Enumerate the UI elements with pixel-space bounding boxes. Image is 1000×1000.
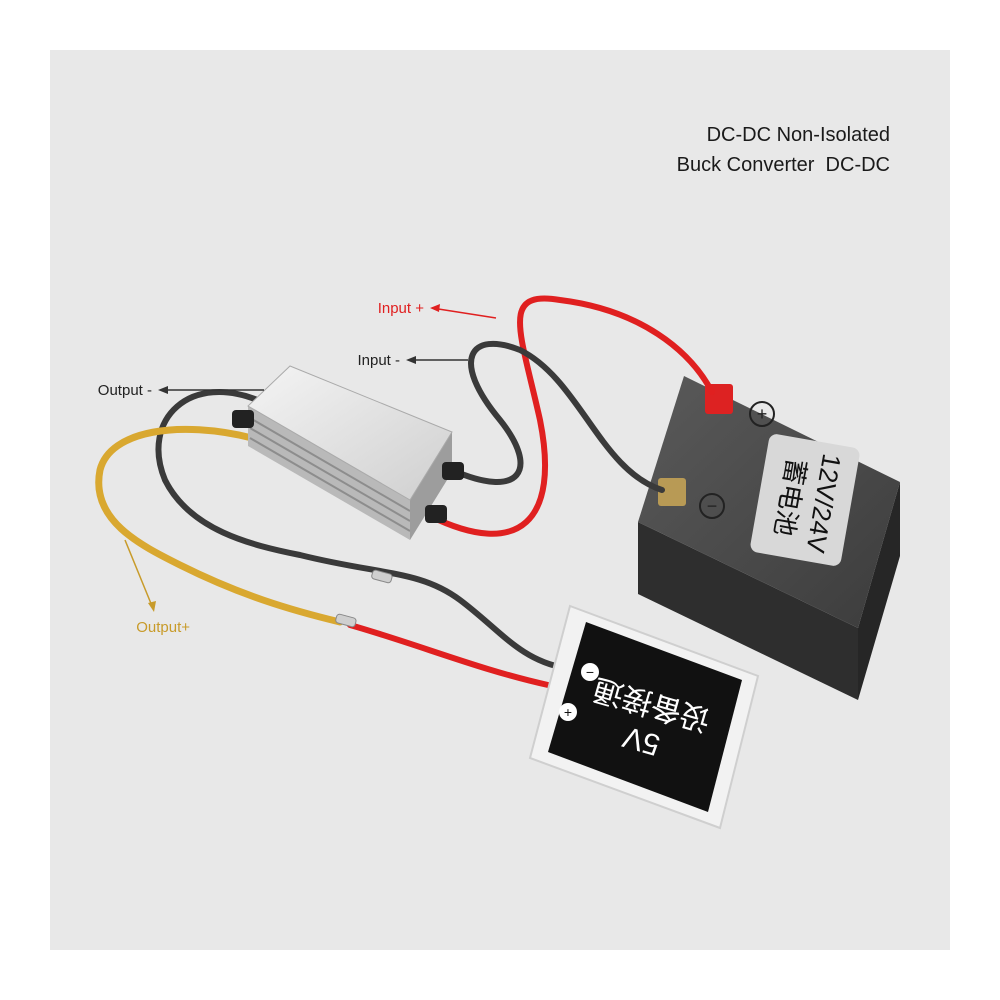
label-output-plus: Output+ xyxy=(136,619,190,636)
device-minus-mark xyxy=(581,663,599,681)
converter-grommet-right xyxy=(442,462,464,480)
battery-label-plate: 12V/24V 蓄电池 xyxy=(750,434,860,566)
wire-connector-positive xyxy=(335,613,357,628)
title-line-1: DC-DC Non-Isolated xyxy=(706,124,890,146)
converter-grommet-bottom xyxy=(425,505,447,523)
battery-side-face xyxy=(858,482,900,700)
battery-plus-mark xyxy=(749,401,775,427)
device-plus-mark xyxy=(559,703,577,721)
converter-top-face xyxy=(247,365,453,501)
wire-output-negative xyxy=(155,389,568,671)
wire-connector-negative xyxy=(371,569,393,584)
battery: 12V/24V 蓄电池 + − xyxy=(638,376,900,700)
battery-negative-terminal xyxy=(658,478,686,506)
title-line-2: Buck Converter DC-DC xyxy=(676,154,890,176)
label-input-plus: Input + xyxy=(378,300,425,317)
battery-front-face xyxy=(638,522,858,700)
arrow-input-plus xyxy=(431,307,497,319)
converter-grommet-left xyxy=(232,410,254,428)
battery-plus-symbol: + xyxy=(757,404,768,424)
buck-converter-module xyxy=(232,365,464,540)
label-output-minus: Output - xyxy=(98,382,152,399)
device-plus-symbol: + xyxy=(564,704,572,720)
wire-output-positive-insulated xyxy=(95,425,344,626)
arrow-output-plus xyxy=(124,539,153,607)
wire-input-positive xyxy=(427,295,715,537)
wire-output-positive xyxy=(347,622,551,688)
battery-minus-mark xyxy=(699,493,725,519)
wires xyxy=(95,295,715,688)
battery-minus-symbol: − xyxy=(707,496,718,516)
callouts: Input + Input - Output - Output+ xyxy=(98,300,497,636)
device-5v: 5V 设备接通 − + xyxy=(528,604,760,830)
wire-input-negative xyxy=(449,340,665,493)
label-input-minus: Input - xyxy=(357,352,400,369)
converter-side-face xyxy=(410,432,452,540)
device-minus-symbol: − xyxy=(586,664,594,680)
